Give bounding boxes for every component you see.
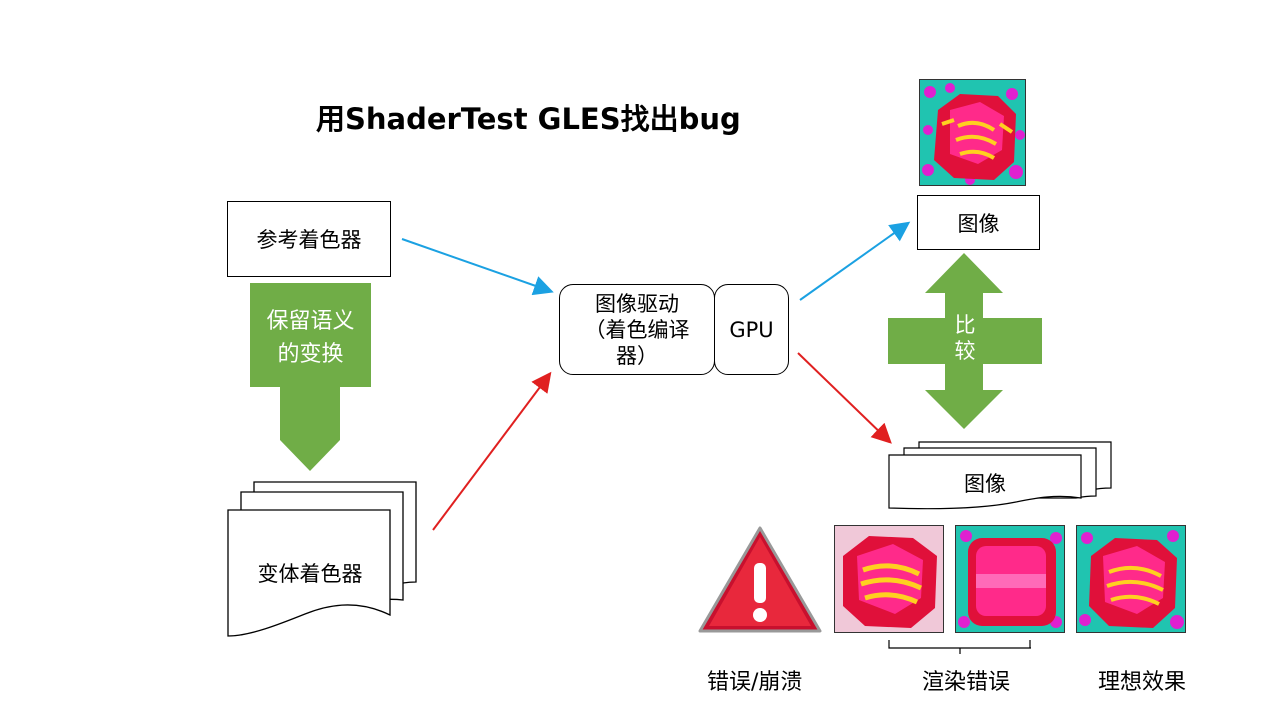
compare-label: 比 较 [887, 312, 1043, 364]
reference-shader-label: 参考着色器 [256, 228, 362, 252]
gpu-to-variant-images-arrow [797, 352, 892, 444]
variant-images-label: 图像 [964, 472, 1006, 496]
caption-ideal: 理想效果 [1098, 670, 1187, 695]
render-thumbnail [956, 526, 1064, 632]
render-thumbnail [1077, 526, 1185, 632]
transform-label: 保留语义 的变换 [250, 305, 371, 371]
compare-label-line1: 比 [954, 313, 976, 337]
driver-box: 图像驱动 （着色编译 器） [559, 284, 715, 375]
reference-shader-box: 参考着色器 [227, 201, 391, 277]
page-title: 用ShaderTest GLES找出bug [316, 102, 741, 136]
driver-label-line3: 器） [616, 343, 658, 368]
variant-to-driver-arrow [432, 371, 552, 531]
reference-to-driver-arrow [401, 238, 554, 296]
render-thumbnail [920, 80, 1025, 185]
compare-double-arrow [888, 253, 1042, 429]
caption-render-error: 渲染错误 [922, 670, 1011, 695]
reference-image-box: 图像 [917, 195, 1040, 250]
render-error-bracket [888, 640, 1031, 654]
driver-label-line1: 图像驱动 [595, 291, 679, 316]
gpu-box: GPU [714, 284, 789, 375]
warning-icon [698, 526, 822, 633]
ideal-image [1076, 525, 1186, 633]
variant-shader-label: 变体着色器 [257, 562, 363, 586]
caption-crash: 错误/崩溃 [707, 670, 803, 695]
transform-label-line2: 的变换 [277, 342, 344, 367]
variant-shader-stack [227, 481, 417, 637]
transform-label-line1: 保留语义 [266, 309, 355, 334]
render-error-image-1 [834, 525, 944, 633]
driver-label-line2: （着色编译 [584, 317, 690, 342]
reference-image-label: 图像 [957, 211, 1000, 236]
variant-images-stack [888, 441, 1112, 510]
reference-render-image [919, 79, 1026, 186]
compare-label-line2: 较 [954, 339, 976, 363]
render-thumbnail [835, 526, 943, 632]
render-error-image-2 [955, 525, 1065, 633]
transform-arrow [250, 283, 371, 471]
gpu-to-reference-image-arrow [799, 221, 911, 301]
gpu-label: GPU [729, 317, 774, 342]
